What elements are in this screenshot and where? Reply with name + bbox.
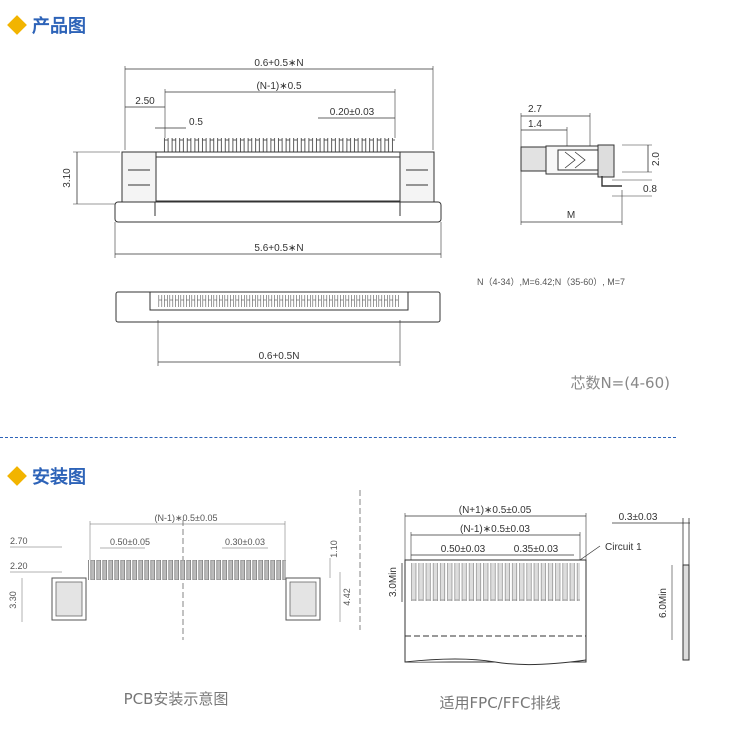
section-divider [0,437,676,438]
dim-pin-width: 0.20±0.03 [330,107,375,118]
dim-side-mid: 1.4 [528,119,542,130]
dim-side-top: 2.7 [528,104,542,115]
fpc-drawing [401,513,690,666]
dim-side-m: M [567,210,575,221]
section-header-install: 安装图 [6,463,86,489]
fpc-caption: 适用FPC/FFC排线 [440,694,561,712]
pin-count-note: 芯数N=(4-60) [570,374,670,392]
dim-top-width: 0.6+0.5∗N [254,58,303,69]
fpc-labels: (N+1)∗0.5±0.05 (N-1)∗0.5±0.03 0.50±0.03 … [388,505,669,712]
product-top-view [73,66,442,258]
section-title-install: 安装图 [32,467,86,488]
product-top-labels: 0.6+0.5∗N (N-1)∗0.5 2.50 0.5 0.20±0.03 3… [62,58,375,254]
dim-side-height: 2.0 [651,152,662,166]
dim-side-foot: 0.8 [643,184,657,195]
note-m-values: N（4-34）,M=6.42;N（35-60）, M=7 [477,277,625,287]
dim-offset: 2.50 [135,96,155,107]
dim-pitch: 0.5 [189,117,203,128]
pcb-left-height: 3.30 [8,591,18,609]
dim-bottom-view-width: 0.6+0.5N [259,351,300,362]
pcb-left-top: 2.70 [10,536,28,546]
pcb-span: (N-1)∗0.5±0.05 [154,513,217,523]
pcb-pitch: 0.50±0.05 [110,537,150,547]
fpc-width: (N+1)∗0.5±0.05 [459,505,532,516]
fpc-len-min: 3.0Min [388,567,399,597]
dim-pitch-span: (N-1)∗0.5 [256,81,301,92]
pcb-right-top: 1.10 [329,540,339,558]
fpc-thickness: 0.3±0.03 [619,512,658,523]
pcb-pad-width: 0.30±0.03 [225,537,265,547]
pcb-layout [10,490,361,640]
pcb-labels: (N-1)∗0.5±0.05 2.70 2.20 0.50±0.05 0.30±… [8,513,352,708]
product-side-view [520,113,652,225]
product-bottom-view [115,291,441,366]
pcb-caption: PCB安装示意图 [124,690,229,708]
fpc-span: (N-1)∗0.5±0.03 [460,524,530,535]
dim-height: 3.10 [62,168,73,188]
fpc-pad: 0.35±0.03 [514,544,559,555]
product-bottom-labels: 0.6+0.5N 芯数N=(4-60) [259,351,670,392]
fpc-circuit-label: Circuit 1 [605,542,642,553]
dim-bottom-width: 5.6+0.5∗N [254,243,303,254]
pcb-right-height: 4.42 [342,588,352,606]
section-title-product: 产品图 [32,16,86,37]
fpc-stiff-min: 6.0Min [658,588,669,618]
product-side-labels: 2.7 1.4 2.0 0.8 M N（4-34）,M=6.42;N（35-60… [477,104,662,287]
pcb-left-mid: 2.20 [10,561,28,571]
fpc-pitch: 0.50±0.03 [441,544,486,555]
section-header-product: 产品图 [6,12,86,38]
